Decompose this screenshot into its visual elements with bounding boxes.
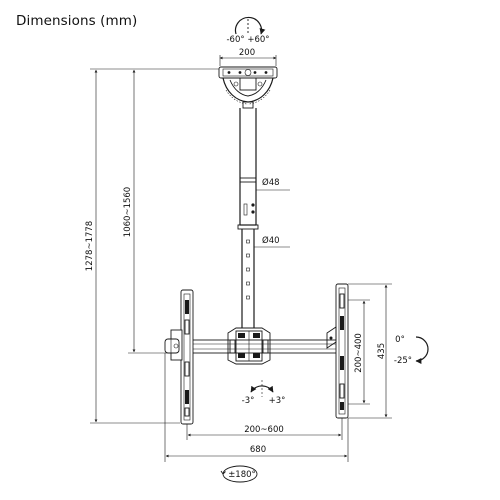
vesa-vertical-dimension	[348, 299, 370, 405]
pole-length-dimension	[128, 69, 168, 354]
tilt-arrow-icon	[415, 336, 429, 364]
right-vesa-arm	[326, 283, 349, 419]
swivel-angle-label: -60° +60°	[226, 35, 269, 45]
level-left-label: -3°	[242, 396, 255, 406]
outer-diameter-label: Ø48	[262, 177, 280, 188]
overall-width-label: 680	[250, 445, 266, 455]
bracket-height-label: 435	[377, 343, 387, 359]
pole-length-label: 1060~1560	[123, 187, 133, 237]
left-vesa-arm	[164, 289, 194, 425]
overall-width-dimension	[164, 353, 349, 462]
diagram-title: Dimensions (mm)	[16, 13, 138, 29]
vesa-horizontal-dimension	[186, 418, 343, 440]
tilt-up-label: 0°	[395, 335, 405, 345]
top-plate-width-dimension	[219, 55, 277, 66]
overall-height-dimension	[90, 68, 219, 424]
cross-bar	[177, 339, 339, 354]
swivel-arrow-icon	[234, 16, 266, 35]
level-arrow-icon	[250, 380, 274, 397]
central-clamp	[227, 327, 271, 365]
vesa-vertical-label: 200~400	[354, 333, 364, 373]
overall-height-label: 1278~1778	[85, 221, 95, 271]
outer-pole	[237, 108, 259, 230]
rotation-badge-icon	[220, 465, 258, 483]
bracket-height-dimension	[348, 283, 392, 419]
level-right-label: +3°	[269, 396, 286, 406]
ceiling-plate	[218, 66, 278, 109]
vesa-horizontal-label: 200~600	[244, 425, 284, 435]
tilt-down-label: -25°	[394, 356, 412, 366]
rotation-label: ±180°	[228, 470, 256, 480]
inner-pole	[241, 229, 255, 328]
top-plate-width-label: 200	[239, 48, 255, 58]
inner-diameter-label: Ø40	[262, 235, 280, 246]
